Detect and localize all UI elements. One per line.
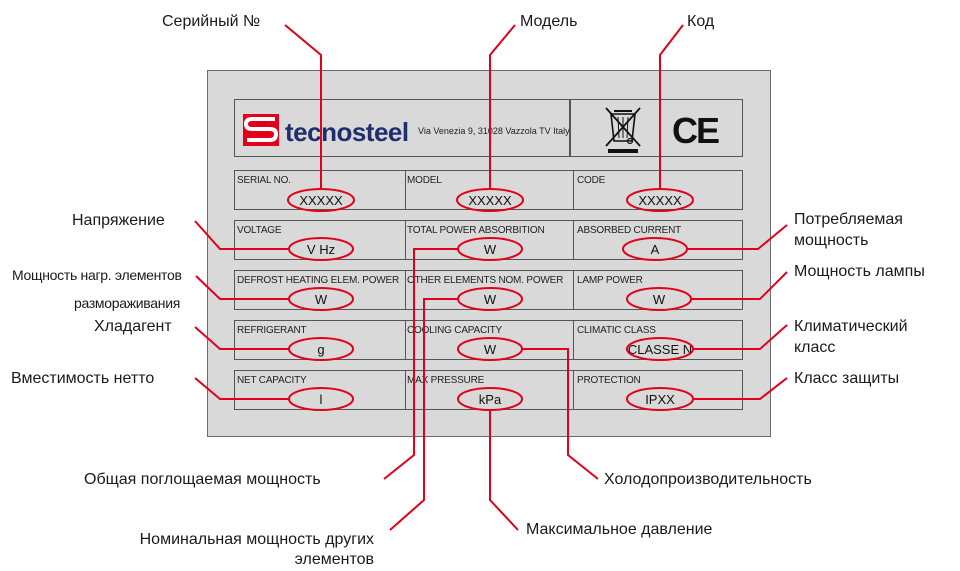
annotation-max-pressure: Максимальное давление [526,521,713,538]
annotation-other-power-2: элементов [294,551,374,568]
annotation-cooling-capacity: Холодопроизводительность [604,471,812,488]
voltage-value: V Hz [306,242,336,257]
brand-name: tecnosteel [285,117,409,147]
code-value: XXXXX [638,193,682,208]
serial-no-label: SERIAL NO. [237,175,291,186]
manufacturer-address: Via Venezia 9, 31028 Vazzola TV Italy [418,126,570,136]
annotation-defrost-2: размораживания [74,295,181,311]
plate-header [234,99,570,157]
lamp-power-value: W [652,292,666,307]
other-elements-power-label: OTHER ELEMENTS NOM. POWER [407,275,564,286]
annotation-voltage: Напряжение [72,212,165,229]
max-pressure-label: MAX PRESSURE [407,375,485,386]
annotation-lamp-power: Мощность лампы [794,263,925,280]
defrost-power-label: DEFROST HEATING ELEM. POWER [237,275,400,286]
annotation-model: Модель [520,13,578,30]
serial-no-value: XXXXX [299,193,343,208]
ce-mark: CE [672,110,720,151]
annotation-refrigerant: Хладагент [94,318,172,335]
model-label: MODEL [407,175,442,186]
refrigerant-label: REFRIGERANT [237,325,307,336]
certification-box [570,99,743,157]
annotation-serial: Серийный № [162,13,261,30]
annotation-net-capacity: Вместимость нетто [11,370,155,387]
annotation-absorbed-current-1: Потребляемая [794,211,903,228]
net-capacity-label: NET CAPACITY [237,375,307,386]
climatic-class-value: CLASSE N [627,342,693,357]
annotation-absorbed-current-2: мощность [794,232,869,249]
annotation-total-power: Общая поглощаемая мощность [84,471,321,488]
model-value: XXXXX [468,193,512,208]
refrigerant-value: g [317,342,325,357]
annotation-other-power-1: Номинальная мощность других [139,531,374,548]
total-power-value: W [483,242,497,257]
voltage-label: VOLTAGE [237,225,282,236]
protection-value: IPXX [645,392,675,407]
annotation-climatic-2: класс [794,339,836,356]
max-pressure-value: kPa [478,392,502,407]
defrost-power-value: W [314,292,328,307]
total-power-label: TOTAL POWER ABSORBITION [407,225,545,236]
net-capacity-value: l [319,392,323,407]
cooling-capacity-value: W [483,342,497,357]
annotation-code: Код [687,13,715,30]
protection-label: PROTECTION [577,375,641,386]
climatic-class-label: CLIMATIC CLASS [577,325,656,336]
other-elements-power-value: W [483,292,497,307]
code-label: CODE [577,175,606,186]
annotation-climatic-1: Климатический [794,318,908,335]
cooling-capacity-label: COOLING CAPACITY [407,325,502,336]
absorbed-current-value: A [650,242,660,257]
annotation-defrost-1: Мощность нагр. элементов [12,267,182,283]
annotation-protection: Класс защиты [794,370,900,387]
absorbed-current-label: ABSORBED CURRENT [577,225,682,236]
lamp-power-label: LAMP POWER [577,275,643,286]
